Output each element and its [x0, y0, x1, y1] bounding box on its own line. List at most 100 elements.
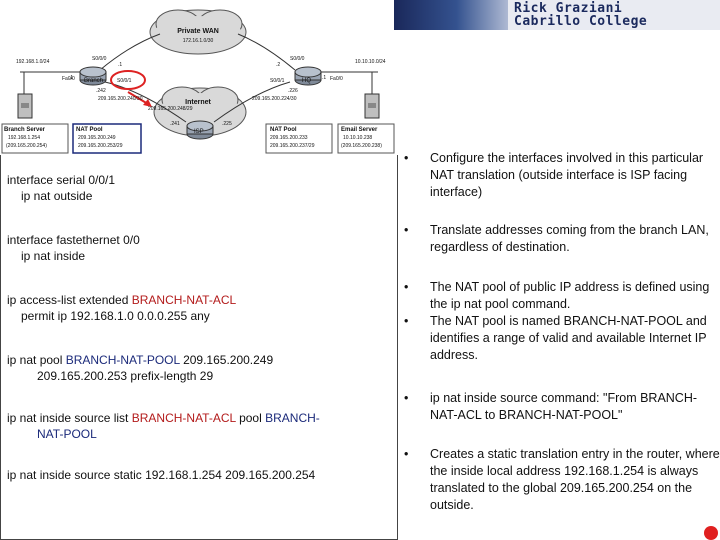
config-panel: interface serial 0/0/1 ip nat outside in… [0, 155, 398, 540]
pool-name: BRANCH-NAT-POOL [65, 353, 180, 367]
config-text: ip nat pool [7, 353, 66, 367]
pool-name: BRANCH- [265, 411, 320, 425]
bullet-icon: • [404, 151, 409, 165]
bullet-icon: • [404, 447, 409, 461]
network-diagram: Private WAN 172.16.1.0/30 Internet Branc… [1, 9, 395, 154]
hq-host-2: .2 [276, 62, 280, 68]
config-block-nat-pool: ip nat pool BRANCH-NAT-POOL 209.165.200.… [7, 352, 273, 384]
branch-server-box: Branch Server 192.168.1.254 (209.165.200… [1, 123, 69, 154]
config-line: ip access-list extended BRANCH-NAT-ACL [7, 292, 236, 308]
note-item: • Configure the interfaces involved in t… [399, 150, 720, 201]
branch-nat-pool-box: NAT Pool 209.165.200.249 209.165.200.253… [72, 123, 142, 154]
red-dot-icon [704, 526, 718, 540]
config-line: interface serial 0/0/1 [7, 173, 116, 187]
note-item: • The NAT pool is named BRANCH-NAT-POOL … [399, 313, 720, 364]
hq-label: HQ [302, 78, 311, 84]
diagram-interface-labels: 192.168.1.0/24 10.10.10.0/24 S0/0/0 S0/0… [16, 56, 386, 127]
pool-name: NAT-POOL [37, 427, 97, 441]
hq-lan-host: .1 [322, 75, 326, 81]
hq-s000-label: S0/0/0 [290, 56, 305, 62]
note-item: • Translate addresses coming from the br… [399, 222, 720, 256]
acl-name: BRANCH-NAT-ACL [131, 293, 237, 307]
email-server-icon [364, 93, 380, 119]
author-name: Rick Graziani [514, 1, 623, 16]
config-line: ip nat pool BRANCH-NAT-POOL 209.165.200.… [7, 352, 273, 368]
branch-router-icon [79, 66, 107, 86]
branch-server-ip: 192.168.1.254 [8, 135, 40, 141]
config-line: ip nat inside source list BRANCH-NAT-ACL… [7, 410, 320, 426]
hq-pool-end: 209.165.200.237/29 [270, 143, 315, 149]
branch-server-title: Branch Server [4, 127, 46, 133]
highlight-arrow [127, 91, 149, 105]
config-line: ip nat inside [21, 249, 86, 263]
note-text: Creates a static translation entry in th… [430, 447, 720, 512]
branch-s000-label: S0/0/0 [92, 56, 107, 62]
email-server-ip: 10.10.10.238 [343, 135, 372, 141]
network-links [20, 33, 378, 123]
branch-lan-host: .1 [69, 75, 73, 81]
config-text: ip access-list extended [7, 293, 132, 307]
branch-s001-label: S0/0/1 [117, 78, 132, 84]
arrow-head-icon [143, 99, 152, 107]
note-text: The NAT pool is named BRANCH-NAT-POOL an… [430, 314, 707, 362]
note-text: The NAT pool of public IP address is def… [430, 280, 710, 311]
private-wan-network: 172.16.1.0/30 [183, 38, 214, 44]
private-wan-cloud: Private WAN 172.16.1.0/30 [149, 9, 247, 55]
private-wan-label: Private WAN [177, 28, 219, 35]
note-text: ip nat inside source command: "From BRAN… [430, 391, 698, 422]
bullet-icon: • [404, 280, 409, 294]
config-block-serial: interface serial 0/0/1 ip nat outside [7, 172, 115, 204]
hq-pool-start: 209.165.200.233 [270, 135, 308, 141]
college-name: Cabrillo College [514, 14, 648, 29]
config-block-static: ip nat inside source static 192.168.1.25… [7, 467, 315, 483]
config-block-acl: ip access-list extended BRANCH-NAT-ACL p… [7, 292, 236, 324]
hq-host-226: .226 [288, 88, 298, 94]
brand-header: Rick Graziani Cabrillo College [394, 0, 720, 30]
author-plate: Rick Graziani Cabrillo College [508, 0, 720, 30]
brand-logo-image [394, 0, 508, 30]
branch-host-1: .1 [118, 62, 122, 68]
hq-router-icon [294, 66, 322, 86]
branch-label: Branch [84, 78, 103, 84]
bullet-icon: • [404, 391, 409, 405]
config-line: 209.165.200.253 prefix-length 29 [37, 369, 214, 383]
branch-network-label: 192.168.1.0/24 [16, 59, 50, 65]
notes-panel: • Configure the interfaces involved in t… [399, 146, 720, 540]
config-line: permit ip 192.168.1.0 0.0.0.255 any [21, 309, 210, 323]
hq-nat-pool-box: NAT Pool 209.165.200.233 209.165.200.237… [265, 123, 333, 154]
hq-s001-label: S0/0/1 [270, 78, 285, 84]
branch-server-public-ip: (209.165.200.254) [6, 143, 47, 149]
note-text: Translate addresses coming from the bran… [430, 223, 709, 254]
isp-router-icon [186, 120, 214, 140]
branch-fa00-label: Fa0/0 [62, 76, 75, 82]
config-block-fastethernet: interface fastethernet 0/0 ip nat inside [7, 232, 140, 264]
config-text: ip nat inside source list [7, 411, 132, 425]
note-item: • ip nat inside source command: "From BR… [399, 390, 720, 424]
internet-label: Internet [185, 99, 211, 106]
hq-fa00-label: Fa0/0 [330, 76, 343, 82]
branch-pool-title: NAT Pool [76, 127, 103, 133]
internet-cloud: Internet [153, 86, 247, 137]
highlight-circle [110, 70, 146, 90]
hq-isp-network: 209.165.200.224/30 [252, 96, 297, 102]
note-text: Configure the interfaces involved in thi… [430, 151, 704, 199]
config-line: ip nat inside source static 192.168.1.25… [7, 468, 316, 482]
config-line: ip nat outside [21, 189, 93, 203]
isp-label: ISP [194, 129, 204, 135]
isp-host-241: .241 [170, 121, 180, 127]
email-server-public-ip: (209.165.200.238) [341, 143, 382, 149]
acl-name: BRANCH-NAT-ACL [131, 411, 236, 425]
bullet-icon: • [404, 314, 409, 328]
isp-host-225: .225 [222, 121, 232, 127]
email-server-title: Email Server [341, 127, 378, 133]
branch-pool-start: 209.165.200.249 [78, 135, 116, 141]
hq-network-label: 10.10.10.0/24 [355, 59, 386, 65]
branch-isp-network: 209.165.200.240/30 [98, 96, 143, 102]
note-item: • The NAT pool of public IP address is d… [399, 279, 720, 313]
branch-server-icon [17, 93, 33, 119]
config-block-source-list: ip nat inside source list BRANCH-NAT-ACL… [7, 410, 320, 442]
config-line: interface fastethernet 0/0 [7, 233, 140, 247]
bullet-icon: • [404, 223, 409, 237]
branch-pool-end: 209.165.200.253/29 [78, 143, 123, 149]
branch-host-242: .242 [96, 88, 106, 94]
